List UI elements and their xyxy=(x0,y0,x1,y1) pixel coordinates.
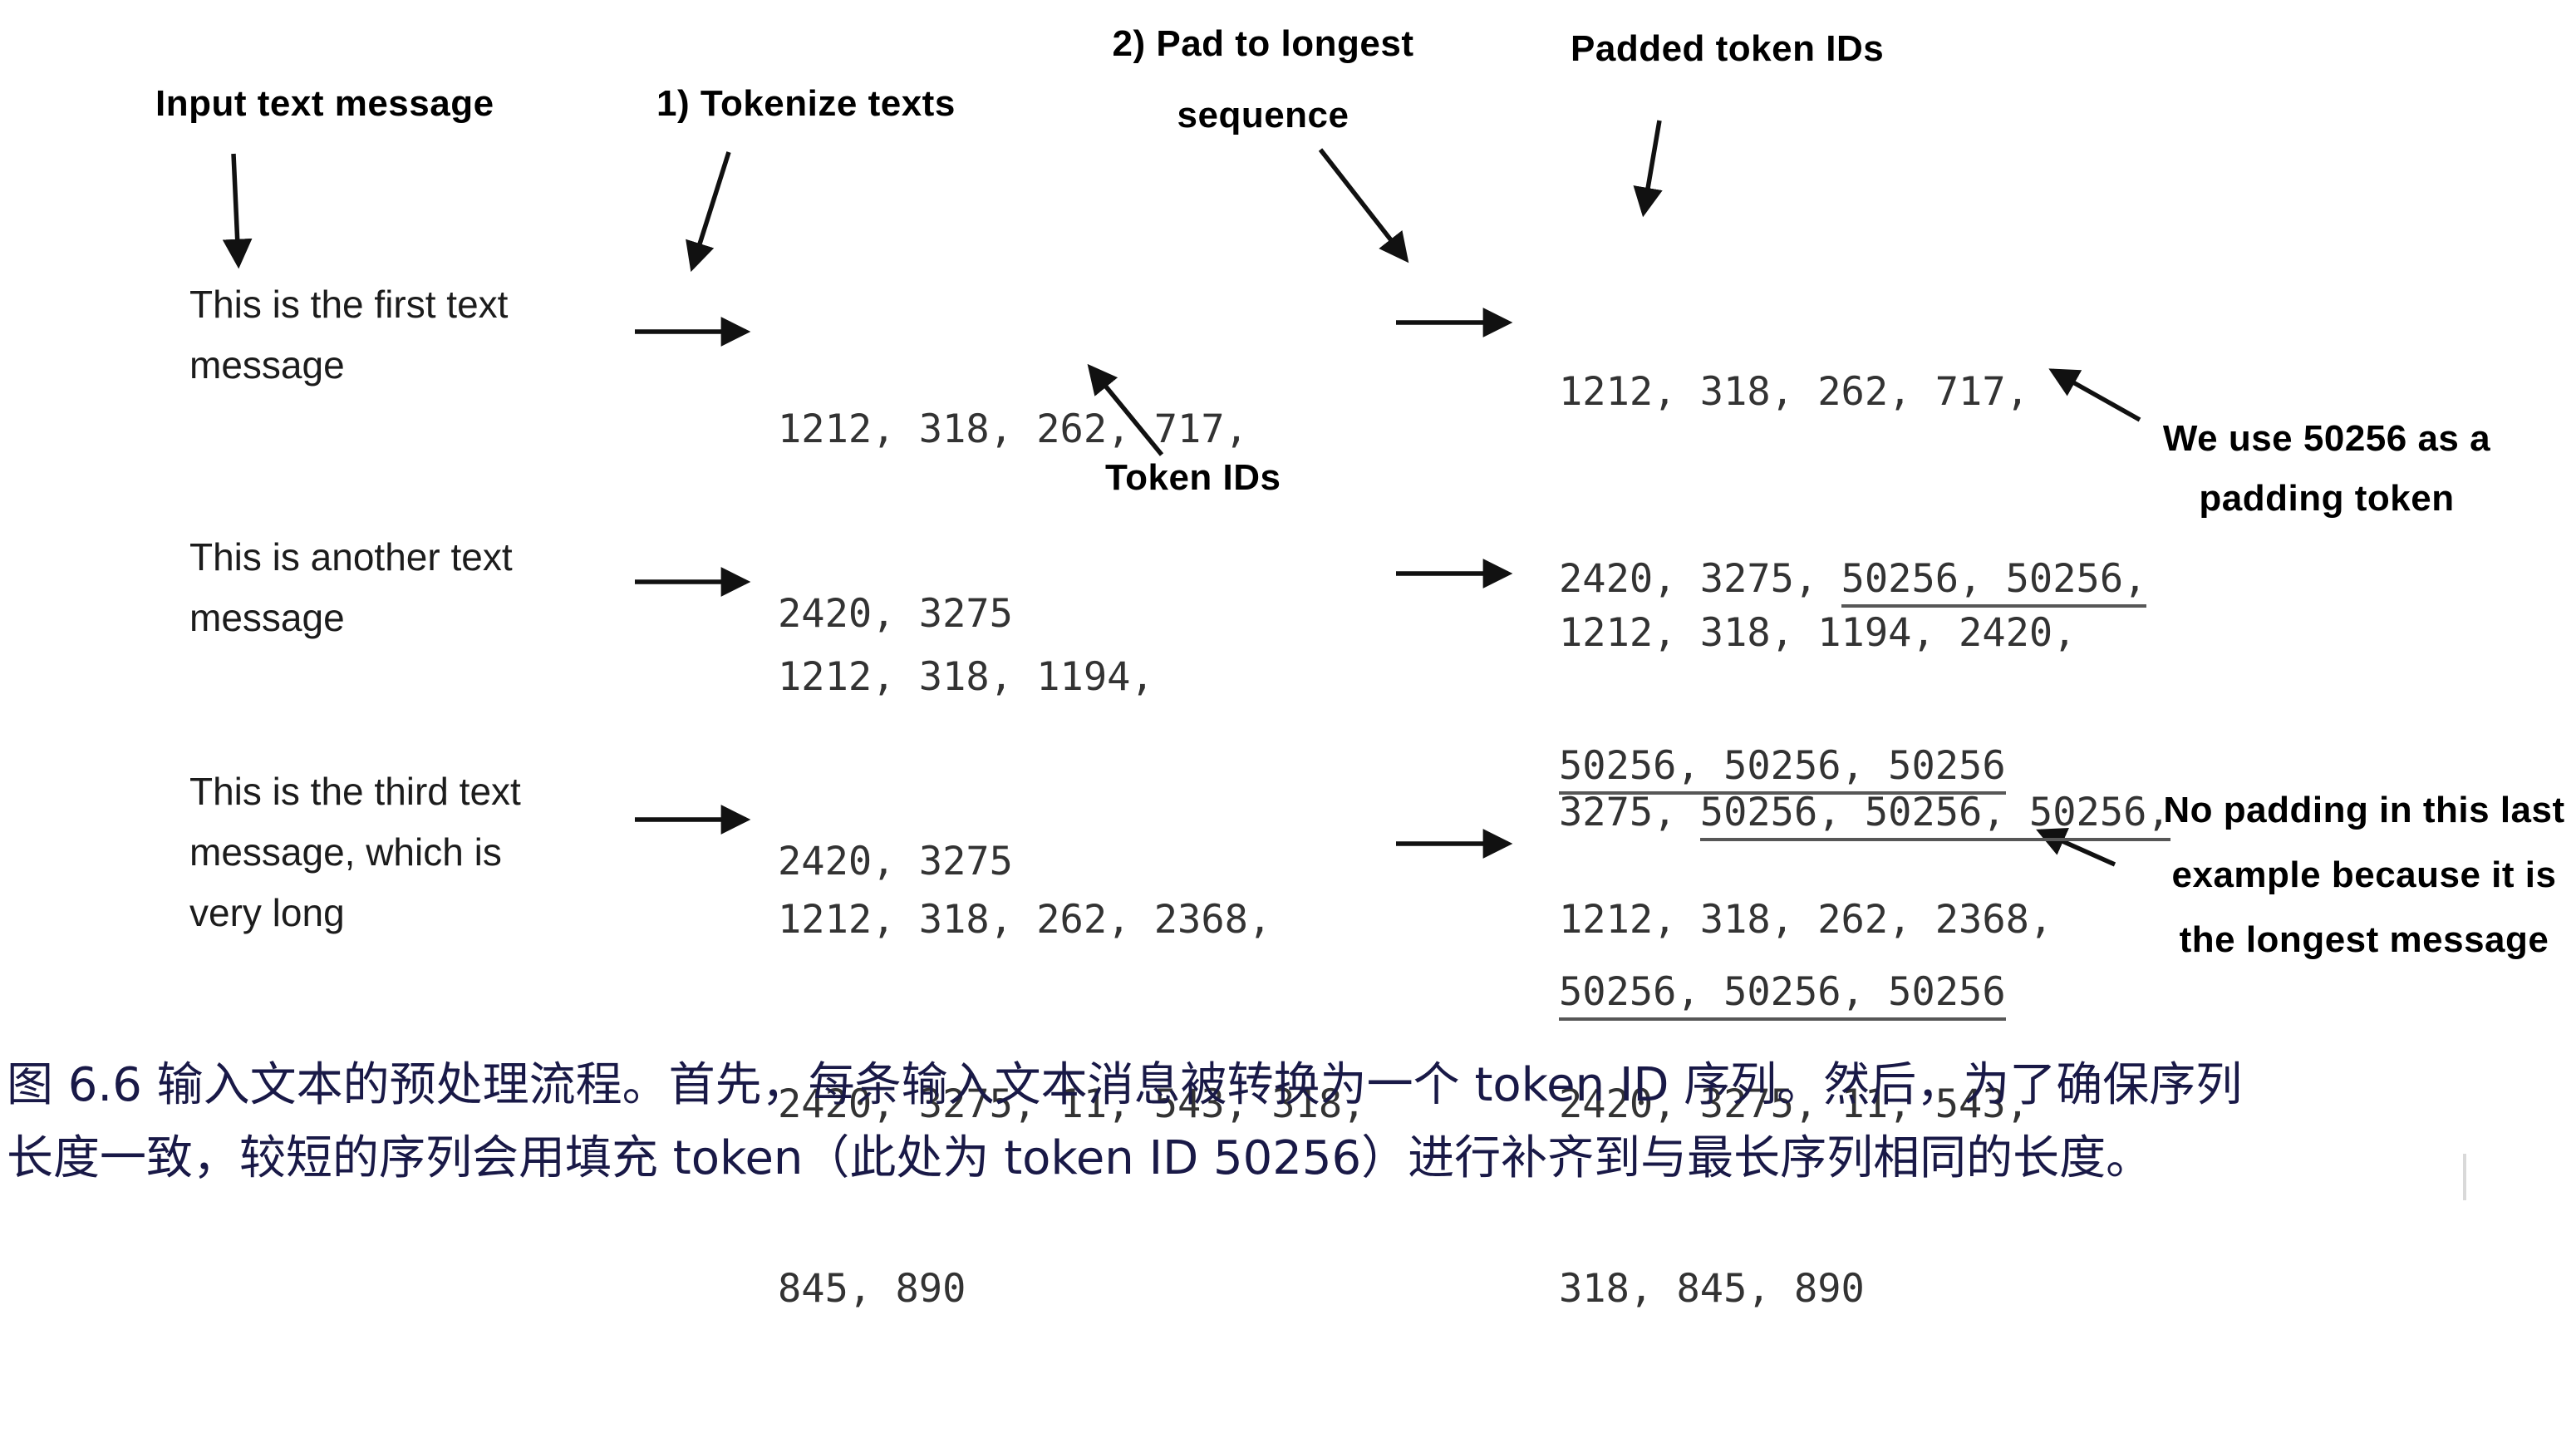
padded-token-ids-1-line1: 1212, 318, 262, 717, xyxy=(1559,361,2146,423)
padding-segment: 50256, 50256, 50256 xyxy=(1559,743,2006,795)
token-ids-1-line1: 1212, 318, 262, 717, xyxy=(778,406,1248,452)
padding-segment: 50256, 50256, 50256, xyxy=(1699,790,2170,841)
padded-token-ids-3-line3: 318, 845, 890 xyxy=(1559,1258,2052,1320)
note-padding-token-line1: We use 50256 as a xyxy=(2162,418,2491,459)
padded-token-ids-2-line2: 3275, 50256, 50256, 50256, xyxy=(1559,783,2170,843)
padding-segment: 50256, 50256, 50256 xyxy=(1559,969,2006,1021)
arrow-input-label-down-icon xyxy=(222,153,253,269)
figure-caption-line2: 长度一致，较短的序列会用填充 token（此处为 token ID 50256）… xyxy=(7,1131,2153,1185)
token-ids-2: 1212, 318, 1194, 2420, 3275 xyxy=(778,524,1154,1016)
label-step2-pad-line1: 2) Pad to longest xyxy=(1112,23,1414,64)
input-message-3-line2: message, which is xyxy=(189,830,502,874)
label-step2-pad-line2: sequence xyxy=(1177,95,1349,135)
arrow-padded-label-down-icon xyxy=(1633,120,1663,218)
token-ids-3-line2: 2420, 3275, 11, 543, 318, xyxy=(778,1081,1366,1127)
label-input-text-message: Input text message xyxy=(155,83,494,124)
figure-caption: 图 6.6 输入文本的预处理流程。首先，每条输入文本消息被转换为一个 token… xyxy=(7,1049,2242,1195)
input-message-3-line3: very long xyxy=(189,891,345,934)
label-padded-token-ids: Padded token IDs xyxy=(1571,28,1885,69)
padded-token-ids-2: 1212, 318, 1194, 2420, 3275, 50256, 5025… xyxy=(1559,484,2170,1142)
label-step2-pad: 2) Pad to longest sequence xyxy=(1105,8,1421,151)
padded-token-ids-1: 1212, 318, 262, 717, 2420, 3275, 50256, … xyxy=(1559,236,2147,922)
label-token-ids: Token IDs xyxy=(1105,457,1281,498)
input-message-2: This is another text message xyxy=(189,527,513,648)
note-padding-token-line2: padding token xyxy=(2199,478,2455,519)
plain-segment: 3275, xyxy=(1559,790,1700,835)
input-message-2-line2: message xyxy=(189,596,345,639)
input-message-1-line1: This is the first text xyxy=(189,283,509,326)
arrow-pad-label-down-icon xyxy=(1318,148,1409,263)
token-ids-1-line2: 2420, 3275 xyxy=(778,591,1013,637)
token-ids-1: 1212, 318, 262, 717, 2420, 3275 xyxy=(778,276,1248,768)
plain-segment: 2420, 3275, xyxy=(1559,556,1841,602)
input-message-1-line2: message xyxy=(189,343,345,387)
padded-token-ids-2-line3: 50256, 50256, 50256 xyxy=(1559,963,2170,1022)
padded-token-ids-2-line1: 1212, 318, 1194, 2420, xyxy=(1559,603,2170,663)
note-padding-token: We use 50256 as a padding token xyxy=(2123,409,2530,529)
note-no-padding-line1: No padding in this last xyxy=(2163,790,2565,830)
padded-token-ids-3-line1: 1212, 318, 262, 2368, xyxy=(1559,889,2052,951)
plain-segment: 1212, 318, 1194, 2420, xyxy=(1559,610,2077,656)
input-message-3-line1: This is the third text xyxy=(189,770,521,813)
plain-segment: 1212, 318, 262, 717, xyxy=(1559,369,2029,415)
token-ids-3-line1: 1212, 318, 262, 2368, xyxy=(778,897,1272,943)
token-ids-2-line2: 2420, 3275 xyxy=(778,839,1013,884)
token-ids-3-line3: 845, 890 xyxy=(778,1266,966,1312)
text-cursor-artifact xyxy=(2463,1154,2466,1200)
padded-token-ids-1-line3: 50256, 50256, 50256 xyxy=(1559,735,2146,797)
input-message-1: This is the first text message xyxy=(189,274,508,396)
note-no-padding: No padding in this last example because … xyxy=(2140,778,2576,973)
figure-preprocessing-pipeline: Input text message 1) Tokenize texts 2) … xyxy=(7,8,2576,1312)
note-no-padding-line2: example because it is xyxy=(2171,854,2557,895)
input-message-3: This is the third text message, which is… xyxy=(189,761,521,943)
token-ids-2-line1: 1212, 318, 1194, xyxy=(778,654,1154,700)
figure-caption-line1: 图 6.6 输入文本的预处理流程。首先，每条输入文本消息被转换为一个 token… xyxy=(7,1058,2243,1112)
padded-token-ids-3-line2: 2420, 3275, 11, 543, xyxy=(1559,1074,2052,1135)
plain-segment: 2420, 3275, 11, 543, xyxy=(1559,1081,2029,1127)
input-message-2-line1: This is another text xyxy=(189,535,513,579)
plain-segment: 1212, 318, 262, 2368, xyxy=(1559,897,2053,943)
plain-segment: 318, 845, 890 xyxy=(1559,1266,1865,1312)
note-no-padding-line3: the longest message xyxy=(2179,919,2549,960)
arrow-tokenize-label-down-icon xyxy=(686,151,731,273)
label-step1-tokenize: 1) Tokenize texts xyxy=(656,83,956,124)
padded-token-ids-1-line2: 2420, 3275, 50256, 50256, xyxy=(1559,548,2147,610)
padding-segment: 50256, 50256, xyxy=(1841,556,2147,608)
